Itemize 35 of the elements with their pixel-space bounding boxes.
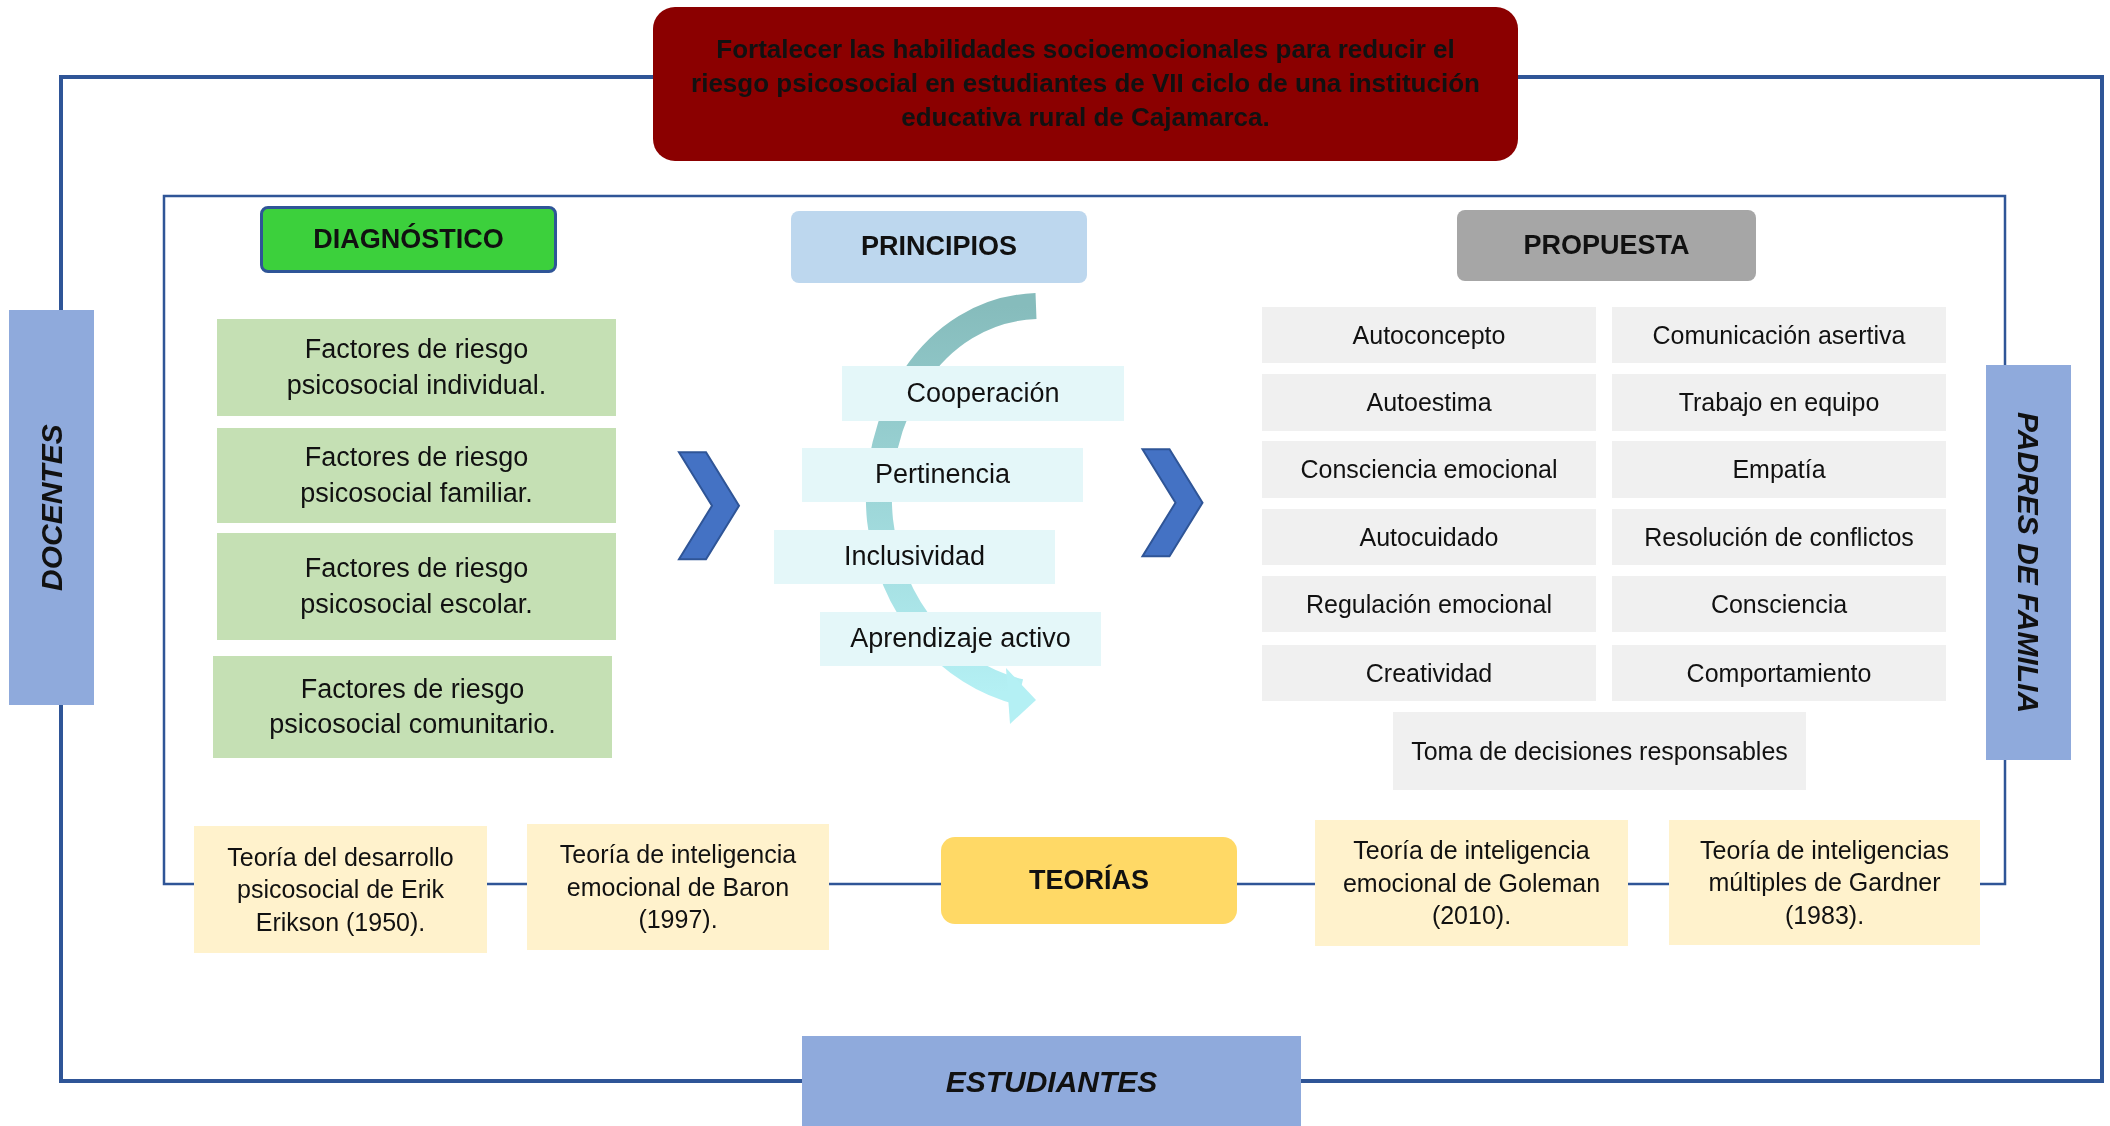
principle-box: Pertinencia bbox=[802, 448, 1083, 502]
header-box: PROPUESTA bbox=[1457, 210, 1756, 281]
proposal-box: Autoestima bbox=[1262, 374, 1596, 431]
theory-box: Teoría de inteligencia emocional de Goleman (2010). bbox=[1315, 820, 1628, 946]
factor-box: Factores de riesgo psicosocial comunitario. bbox=[213, 656, 612, 758]
proposal-box: Autoconcepto bbox=[1262, 307, 1596, 363]
factor-box: Factores de riesgo psicosocial familiar. bbox=[217, 428, 616, 523]
principle-box: Aprendizaje activo bbox=[820, 612, 1101, 666]
proposal-box: Consciencia emocional bbox=[1262, 441, 1596, 498]
principle-box: Cooperación bbox=[842, 366, 1124, 421]
principle-box: Inclusividad bbox=[774, 530, 1055, 584]
proposal-box: Trabajo en equipo bbox=[1612, 374, 1946, 431]
proposal-box: Resolución de conflictos bbox=[1612, 509, 1946, 565]
proposal-box: Creatividad bbox=[1262, 645, 1596, 701]
proposal-box: Comportamiento bbox=[1612, 645, 1946, 701]
theory-box: Teoría de inteligencia emocional de Baron (1997). bbox=[527, 824, 829, 950]
chevron-arrow bbox=[1140, 448, 1204, 558]
chevron-arrow bbox=[677, 451, 741, 561]
proposal-box: Regulación emocional bbox=[1262, 576, 1596, 632]
header-box: PRINCIPIOS bbox=[791, 211, 1087, 283]
factor-box: Factores de riesgo psicosocial escolar. bbox=[217, 533, 616, 640]
side-band: DOCENTES bbox=[9, 310, 94, 705]
proposal-box: Toma de decisiones responsables bbox=[1393, 712, 1806, 790]
proposal-box: Comunicación asertiva bbox=[1612, 307, 1946, 363]
title-box: Fortalecer las habilidades socioemocionales para reducir el riesgo psicosocial en estudiantes de VII ciclo de una institución educativa rural de Cajamarca. bbox=[653, 7, 1518, 161]
proposal-box: Consciencia bbox=[1612, 576, 1946, 632]
proposal-box: Empatía bbox=[1612, 441, 1946, 498]
bottom-band: ESTUDIANTES bbox=[802, 1036, 1301, 1126]
theory-box: Teoría de inteligencias múltiples de Gardner (1983). bbox=[1669, 820, 1980, 945]
theory-box: Teoría del desarrollo psicosocial de Erik Erikson (1950). bbox=[194, 826, 487, 953]
factor-box: Factores de riesgo psicosocial individual. bbox=[217, 319, 616, 416]
header-box: DIAGNÓSTICO bbox=[260, 206, 557, 273]
proposal-box: Autocuidado bbox=[1262, 509, 1596, 565]
side-band: PADRES DE FAMILIA bbox=[1986, 365, 2071, 760]
header-box: TEORÍAS bbox=[941, 837, 1237, 924]
